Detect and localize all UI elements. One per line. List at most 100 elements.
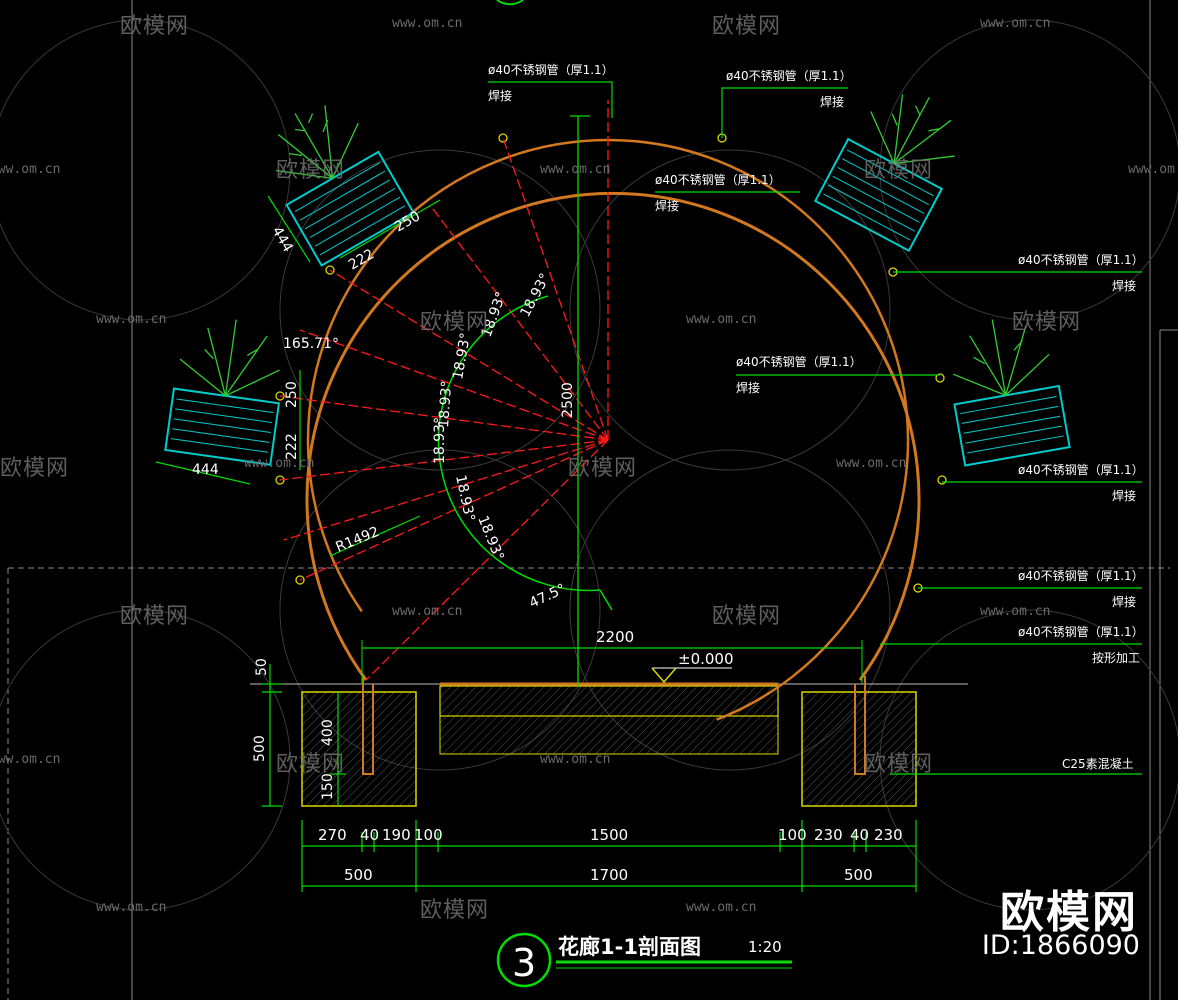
dim-500-left: 500 — [344, 866, 373, 884]
dim-50: 50 — [254, 658, 270, 676]
watermark-url: www.om.cn — [392, 16, 463, 31]
pot-dim-444-b: 444 — [192, 462, 219, 478]
dim-400: 400 — [320, 719, 336, 746]
weld-label-6: 焊接 — [1112, 488, 1136, 503]
planter-top-right — [813, 94, 955, 253]
section-number: 3 — [512, 941, 536, 985]
bottom-dimension-labels: 270 40 190 100 1500 100 230 40 230 500 1… — [318, 826, 903, 884]
dim-1700: 1700 — [590, 866, 628, 884]
angle-label-7: 18.93° — [474, 514, 506, 564]
pot-dim-222-b: 222 — [284, 433, 300, 460]
title-block: 3 花廊1-1剖面图 1:20 — [496, 932, 792, 988]
leader-lines — [488, 81, 1142, 775]
watermark-brand: 欧模网 — [120, 604, 190, 629]
pipe-label-8: ø40不锈钢管（厚1.1） — [1018, 624, 1144, 639]
span-label: 2200 — [596, 628, 634, 646]
weld-label-1: 焊接 — [488, 88, 512, 103]
watermark-brand: 欧模网 — [120, 14, 190, 39]
pipe-label-5: ø40不锈钢管（厚1.1） — [736, 354, 862, 369]
dim-150: 150 — [320, 773, 336, 800]
weld-label-3: 焊接 — [655, 198, 679, 213]
dim-190: 190 — [382, 826, 411, 844]
watermark-url: www.om.cn — [1128, 162, 1178, 177]
radial-lines — [279, 100, 609, 681]
weld-label-5: 焊接 — [736, 380, 760, 395]
watermark-brand: 欧模网 — [568, 456, 638, 481]
watermark-brand: 欧模网 — [1012, 310, 1082, 335]
watermark-url: www.om.cn — [980, 604, 1051, 619]
pipe-nodes — [275, 133, 947, 593]
watermark-url: www.om.cn — [96, 312, 167, 327]
pipe-label-7: ø40不锈钢管（厚1.1） — [1018, 568, 1144, 583]
planter-mid-left — [164, 319, 281, 466]
watermark-brand: 欧模网 — [276, 158, 346, 183]
watermark-brand: 欧模网 — [420, 310, 490, 335]
footing-right — [801, 691, 917, 807]
dim-230-left: 230 — [814, 826, 843, 844]
angle-label-8: 47.5° — [527, 581, 568, 612]
pipe-label-1: ø40不锈钢管（厚1.1） — [488, 62, 614, 77]
angle-label-5: 18.93° — [432, 417, 448, 464]
pipe-label-3: ø40不锈钢管（厚1.1） — [655, 172, 781, 187]
span-dimension: 2200 — [361, 628, 863, 684]
pipe-label-2: ø40不锈钢管（厚1.1） — [726, 68, 852, 83]
watermark-brand: 欧模网 — [864, 158, 934, 183]
elevation-label: ±0.000 — [678, 650, 734, 668]
dim-40-right: 40 — [850, 826, 869, 844]
watermark-brand: 欧模网 — [712, 604, 782, 629]
radius-dimension: R1492 — [329, 515, 421, 557]
drawing-title: 花廊1-1剖面图 — [558, 935, 701, 959]
left-vertical-dim-labels: 50 500 400 150 — [252, 658, 336, 800]
embedded-posts — [362, 676, 866, 775]
watermark-url: www.om.cn — [392, 604, 463, 619]
left-vertical-dims — [262, 664, 346, 807]
watermark-url: www.om.cn — [244, 456, 315, 471]
brand-logo-text: 欧模网 — [1000, 887, 1138, 938]
watermark-brand: 欧模网 — [420, 898, 490, 923]
watermark-url: www.om.cn — [836, 456, 907, 471]
height-label: 2500 — [560, 382, 576, 418]
height-dimension: 2500 — [560, 115, 590, 686]
radius-label: R1492 — [334, 524, 382, 556]
drawing-frame — [7, 0, 1178, 1000]
dim-100-right: 100 — [778, 826, 807, 844]
dim-230-right: 230 — [874, 826, 903, 844]
weld-label-7: 焊接 — [1112, 594, 1136, 609]
watermark-url: www.om.cn — [0, 162, 61, 177]
concrete-label: C25素混凝土 — [1062, 756, 1134, 771]
dim-270: 270 — [318, 826, 347, 844]
brand-id: ID:1866090 — [981, 930, 1140, 961]
watermark-url: www.om.cn — [980, 16, 1051, 31]
watermark-url: www.om.cn — [686, 312, 757, 327]
planter-top-left — [275, 105, 415, 267]
dim-500-right: 500 — [844, 866, 873, 884]
pot-dim-250-b: 250 — [284, 381, 300, 408]
dim-100-left: 100 — [414, 826, 443, 844]
watermark-url: www.om.cn — [686, 900, 757, 915]
angle-label-4: 18.93° — [436, 380, 455, 428]
annotations: ø40不锈钢管（厚1.1） 焊接 ø40不锈钢管（厚1.1） 焊接 ø40不锈钢… — [488, 62, 1144, 771]
bottom-dimension-lines — [301, 820, 917, 892]
watermark-url: www.om.cn — [540, 752, 611, 767]
dim-1500: 1500 — [590, 826, 628, 844]
watermark-brand: 欧模网 — [712, 14, 782, 39]
watermark-brand: 欧模网 — [276, 752, 346, 777]
footing-left — [301, 691, 417, 807]
weld-label-4: 焊接 — [1112, 278, 1136, 293]
weld-label-2: 焊接 — [820, 94, 844, 109]
angle-arc — [437, 295, 613, 611]
planter-mid-right — [952, 319, 1071, 467]
dim-500-vertical: 500 — [252, 735, 268, 762]
bend-label: 按形加工 — [1092, 651, 1140, 665]
watermark-circles — [0, 19, 1178, 911]
pipe-label-4: ø40不锈钢管（厚1.1） — [1018, 252, 1144, 267]
watermark-brand: 欧模网 — [864, 752, 934, 777]
elevation-marker: ±0.000 — [651, 650, 734, 684]
watermark-url: www.om.cn — [0, 752, 61, 767]
watermark-url: www.om.cn — [540, 162, 611, 177]
pipe-label-6: ø40不锈钢管（厚1.1） — [1018, 462, 1144, 477]
watermark-url: www.om.cn — [96, 900, 167, 915]
watermark-brand: 欧模网 — [0, 456, 70, 481]
angle-label-1: 18.93° — [517, 271, 553, 320]
